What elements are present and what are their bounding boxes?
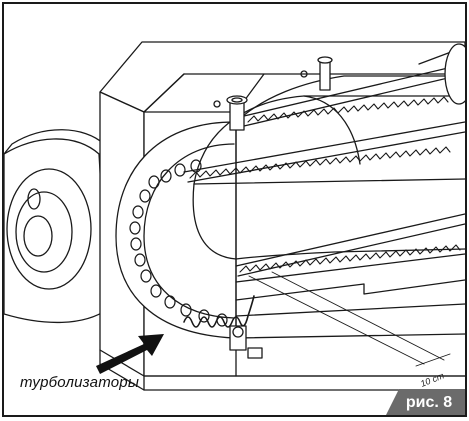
- turbulators-callout: турболизаторы: [20, 374, 140, 391]
- chamber-opening: [115, 121, 235, 339]
- top-fittings: [213, 43, 465, 131]
- figure-frame: 10 cm турболизаторы рис. 8: [2, 2, 467, 417]
- figure-label: рис. 8: [385, 389, 465, 415]
- turbulator-rail-lower: [235, 213, 465, 277]
- door-panel: [4, 129, 109, 324]
- side-channels: [235, 121, 465, 339]
- turbulator-rail-upper: [243, 63, 465, 127]
- lower-bracket: [229, 325, 263, 359]
- dimension-label: 10 cm: [419, 370, 446, 389]
- boiler-drawing: 10 cm: [4, 41, 465, 391]
- dimension-line: [248, 271, 451, 367]
- pointer-arrow-icon: [96, 334, 164, 374]
- turbulator-rail-top: [183, 121, 465, 183]
